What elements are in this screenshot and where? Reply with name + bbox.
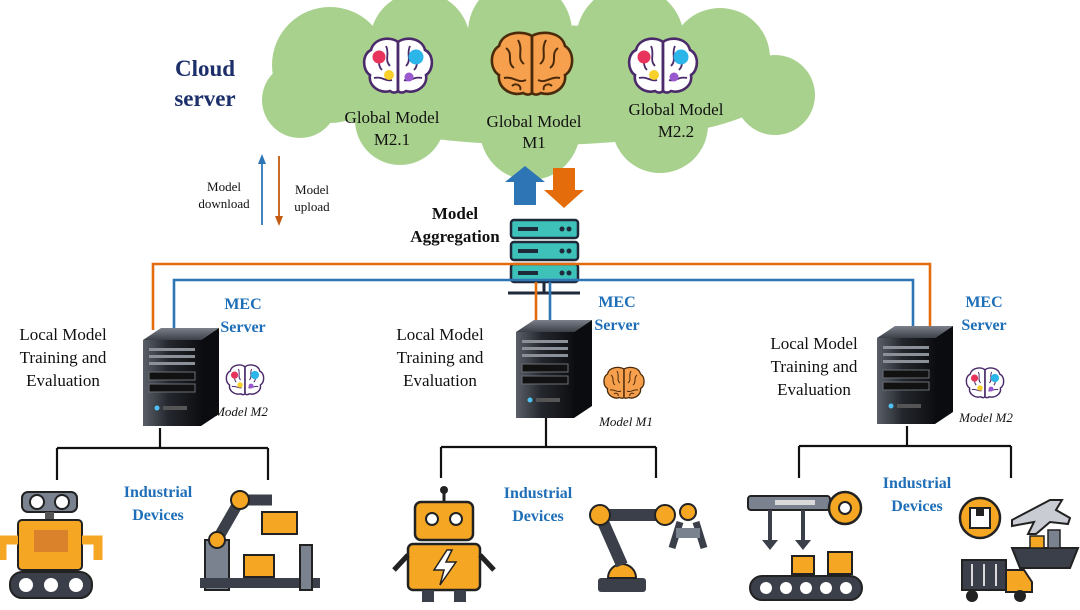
aggregation-server-icon <box>508 218 580 295</box>
colorful-brain-icon <box>362 37 434 94</box>
local-model-3-line3: Evaluation <box>777 380 851 399</box>
device-tree-3 <box>797 426 1013 478</box>
global-model-m22-line1: Global Model <box>629 100 724 119</box>
download-arrow-icon <box>258 154 266 225</box>
global-model-m1-line2: M1 <box>522 133 546 152</box>
mec-server-3-line2: Server <box>961 317 1006 334</box>
mec-server-2-line1: MEC <box>598 294 635 311</box>
mec-server-1-line2: Server <box>220 319 265 336</box>
cloud-title-line1: Cloud <box>175 56 235 81</box>
local-model-2-line1: Local Model <box>396 325 484 344</box>
aggregation-label-line2: Aggregation <box>410 227 500 246</box>
colorful-brain-icon <box>965 367 1005 399</box>
legend-download-line2: download <box>198 196 250 211</box>
local-model-2-line2: Training and <box>397 348 484 367</box>
legend-download-line1: Model <box>207 179 241 194</box>
industrial-devices-1-line2: Devices <box>132 507 184 524</box>
global-model-m22-line2: M2.2 <box>658 122 694 141</box>
cloud-upload-arrow-icon <box>544 168 584 208</box>
robotic-arm-icon <box>589 503 708 592</box>
legend-upload-line2: upload <box>294 199 330 214</box>
device-tree-1 <box>55 428 270 480</box>
local-model-1-line2: Training and <box>20 348 107 367</box>
assembly-line-icon <box>747 490 863 601</box>
colorful-brain-icon <box>627 37 699 94</box>
local-model-3-line2: Training and <box>771 357 858 376</box>
mec-server-3-line1: MEC <box>965 294 1002 311</box>
robotic-arm-conveyor-icon <box>200 490 320 591</box>
mec-server-2-line2: Server <box>594 317 639 334</box>
industrial-devices-2-line1: Industrial <box>504 485 573 502</box>
local-model-1-line1: Local Model <box>19 325 107 344</box>
colorful-brain-icon <box>225 364 265 396</box>
local-model-2-line3: Evaluation <box>403 371 477 390</box>
device-tree-2 <box>439 418 658 478</box>
upload-arrow-icon <box>275 156 283 226</box>
local-model-1-line3: Evaluation <box>26 371 100 390</box>
industrial-devices-2-line2: Devices <box>512 508 564 525</box>
robot-on-tracks-icon <box>0 491 103 599</box>
network-lines <box>151 262 932 330</box>
legend-upload-line1: Model <box>295 182 329 197</box>
local-model-3-line1: Local Model <box>770 334 858 353</box>
global-model-m1-line1: Global Model <box>487 112 582 131</box>
cloud-title-line2: server <box>174 86 235 111</box>
orange-brain-icon <box>603 366 645 399</box>
logistics-transport-icon <box>958 496 1080 602</box>
industrial-devices-1-line1: Industrial <box>124 484 193 501</box>
model-label-2: Model M1 <box>598 414 653 429</box>
global-model-m21-line2: M2.1 <box>374 130 410 149</box>
aggregation-label-line1: Model <box>432 204 479 223</box>
robot-icon <box>392 486 496 602</box>
cloud-download-arrow-icon <box>505 166 545 205</box>
mec-server-1-line1: MEC <box>224 296 261 313</box>
industrial-devices-3-line2: Devices <box>891 498 943 515</box>
mec-server-3-icon <box>876 325 954 425</box>
mec-server-2-icon <box>515 319 593 419</box>
orange-brain-icon <box>490 31 574 96</box>
global-model-m21-line1: Global Model <box>345 108 440 127</box>
model-label-3: Model M2 <box>958 410 1013 425</box>
mec-server-1-icon <box>142 327 220 427</box>
model-label-1: Model M2 <box>213 404 268 419</box>
industrial-devices-3-line1: Industrial <box>883 475 952 492</box>
